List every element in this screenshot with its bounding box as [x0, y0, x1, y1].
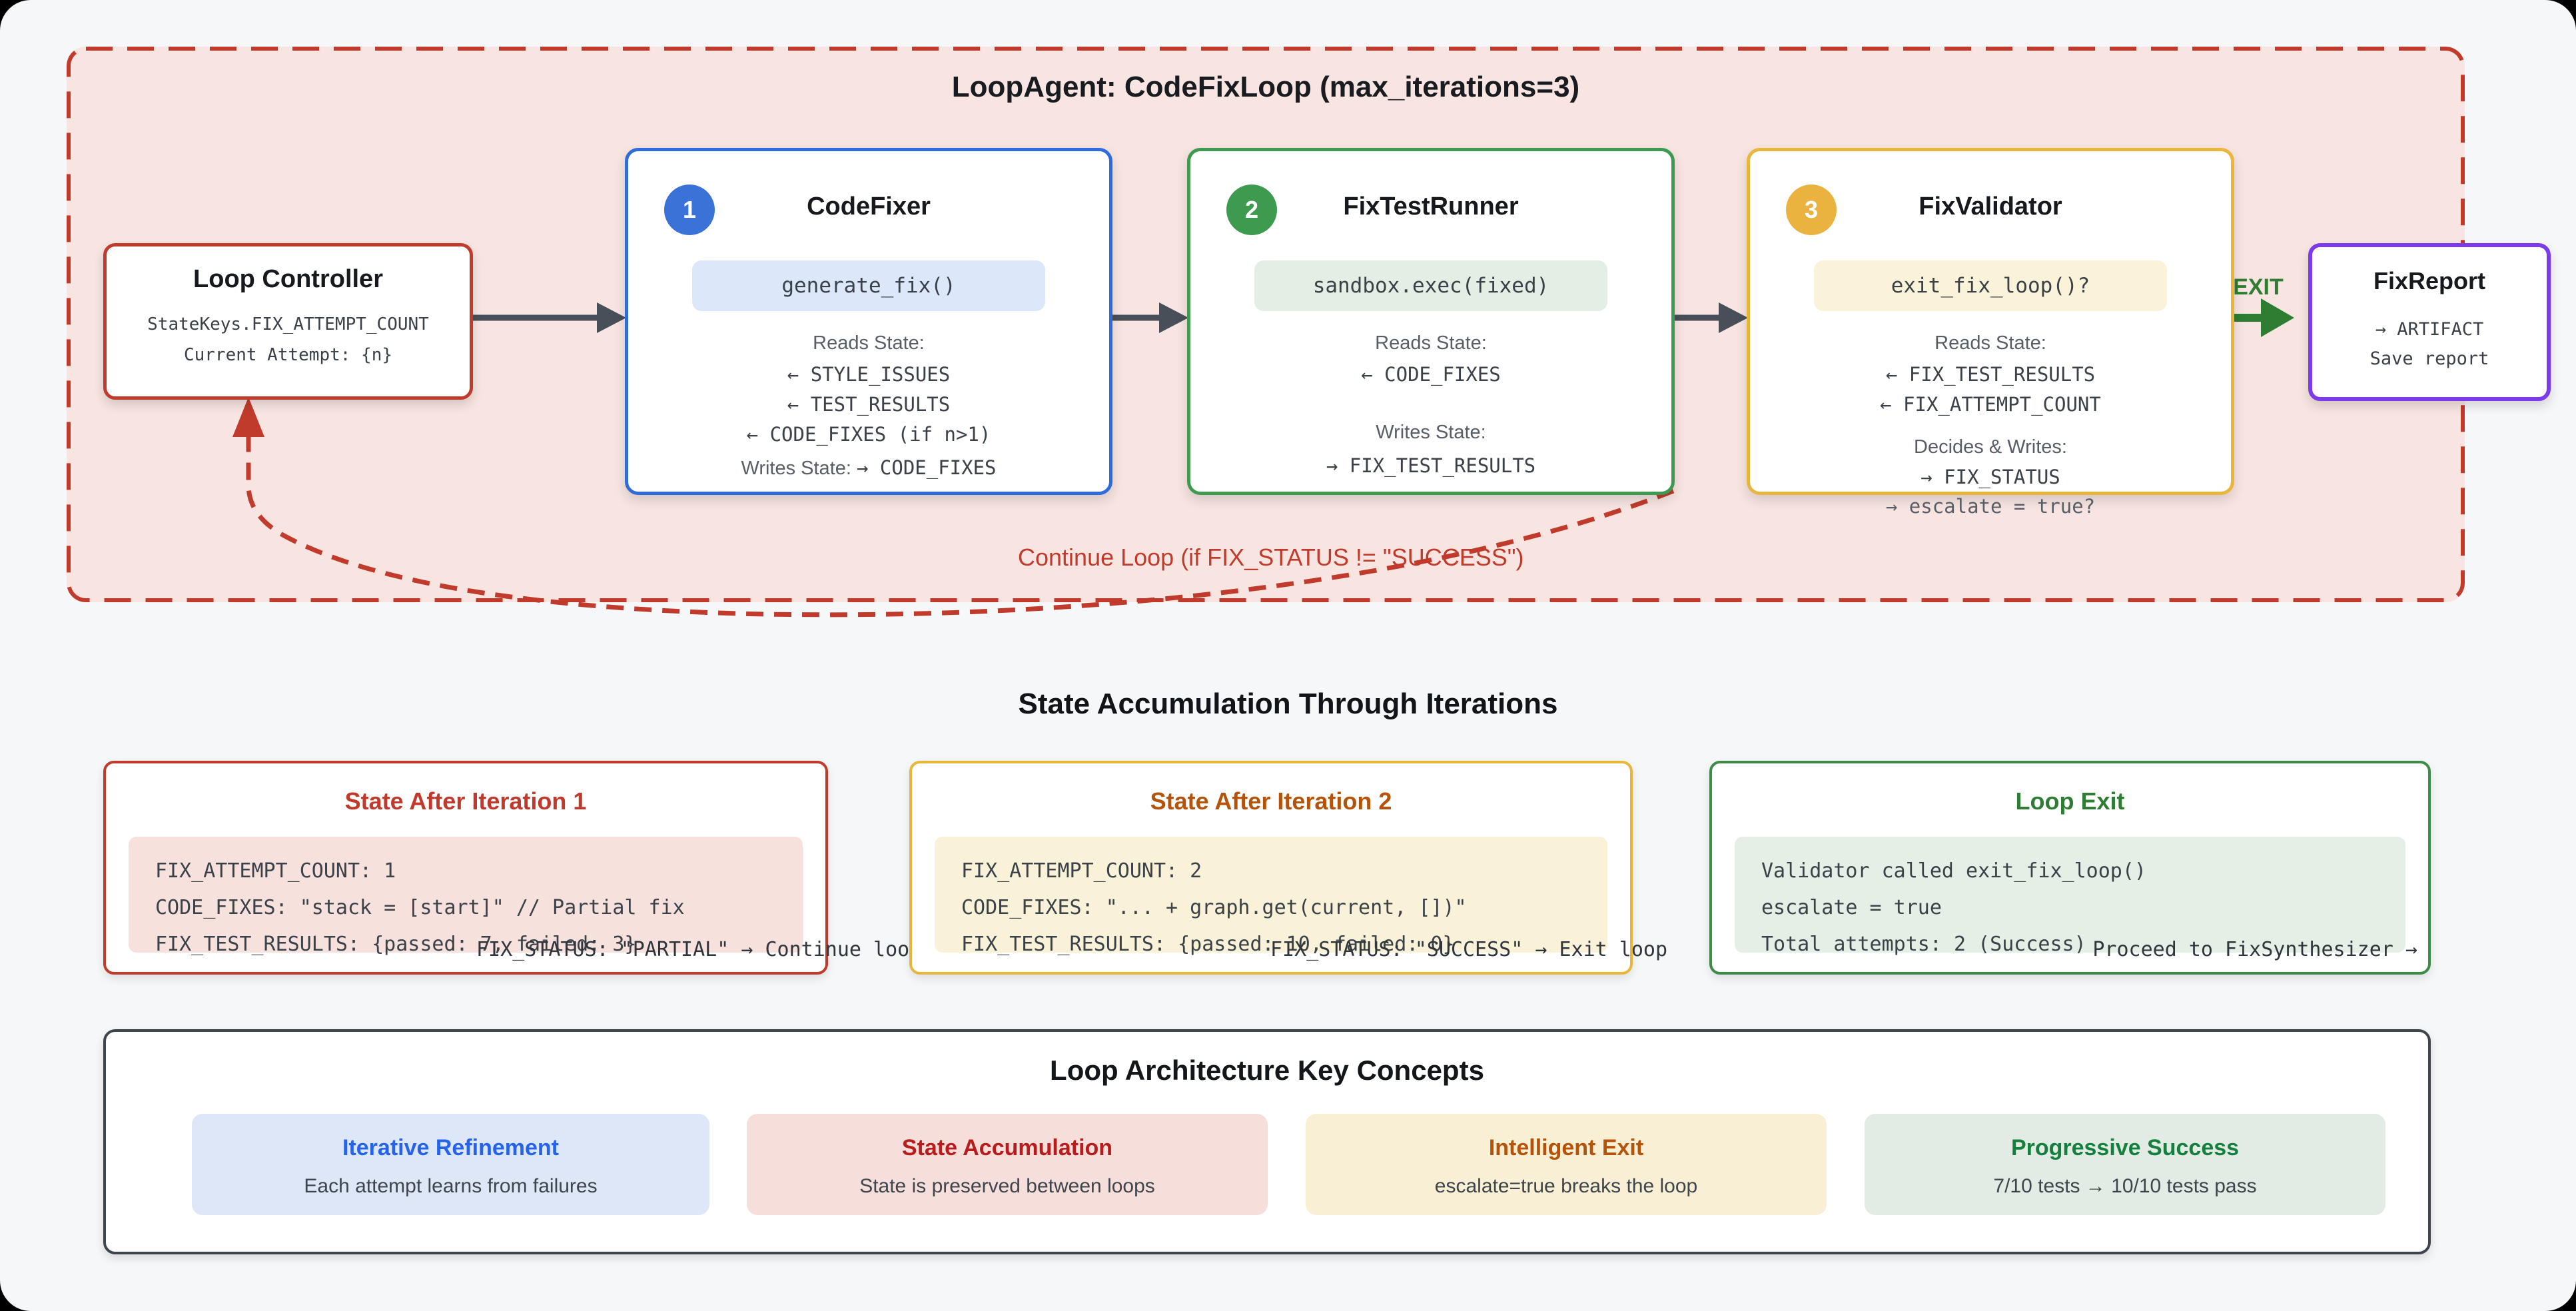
state-code-block: FIX_ATTEMPT_COUNT: 1 CODE_FIXES: "stack …: [129, 837, 803, 956]
concept-pill-progressive-success: Progressive Success 7/10 tests → 10/10 t…: [1865, 1114, 2385, 1215]
concept-title: Intelligent Exit: [1488, 1135, 1644, 1160]
key-concepts-card: Loop Architecture Key Concepts Iterative…: [103, 1029, 2431, 1254]
agent-title-codefixer: CodeFixer: [807, 193, 931, 220]
reads-item: ← CODE_FIXES (if n>1): [746, 423, 991, 446]
state-line: escalate = true: [1761, 896, 1942, 919]
reads-item: ← STYLE_ISSUES: [787, 363, 951, 386]
concept-title: State Accumulation: [901, 1135, 1113, 1160]
writes-state-label: Writes State:: [741, 458, 851, 479]
agent-box-codefixer: 1 CodeFixer generate_fix() Reads State: …: [625, 148, 1112, 495]
state-card-title: State After Iteration 2: [1150, 787, 1392, 815]
agent-box-fixtestrunner: 2 FixTestRunner sandbox.exec(fixed) Read…: [1187, 148, 1675, 495]
state-line: FIX_ATTEMPT_COUNT: 2: [961, 859, 1202, 883]
reads-state-label: Reads State:: [1934, 332, 2046, 354]
state-overflow-line: Proceed to FixSynthesizer →: [2092, 938, 2417, 961]
key-concepts-heading: Loop Architecture Key Concepts: [1050, 1055, 1484, 1086]
concept-subtitle: 7/10 tests → 10/10 tests pass: [1993, 1175, 2257, 1197]
reads-state-label: Reads State:: [813, 332, 925, 354]
concept-title: Iterative Refinement: [342, 1135, 559, 1160]
writes-state-line: Writes State: → CODE_FIXES: [628, 456, 1109, 480]
continue-loop-label: Continue Loop (if FIX_STATUS != "SUCCESS…: [1018, 544, 1524, 571]
decides-writes-label: Decides & Writes:: [1914, 436, 2067, 458]
code-pill-exit-fix-loop: exit_fix_loop()?: [1814, 260, 2167, 311]
state-line: CODE_FIXES: "stack = [start]" // Partial…: [155, 896, 685, 919]
fixreport-title: FixReport: [2373, 267, 2485, 294]
state-line: FIX_TEST_RESULTS: {passed: 10, failed: 0…: [961, 933, 1455, 956]
state-card-title: Loop Exit: [2015, 787, 2125, 815]
concept-pill-state-accumulation: State Accumulation State is preserved be…: [747, 1114, 1268, 1215]
concept-subtitle: escalate=true breaks the loop: [1434, 1175, 1698, 1197]
concept-title: Progressive Success: [2010, 1135, 2240, 1160]
state-line: Total attempts: 2 (Success): [1761, 933, 2086, 956]
loop-controller-box: Loop Controller StateKeys.FIX_ATTEMPT_CO…: [103, 243, 473, 400]
code-pill-generate-fix: generate_fix(): [692, 260, 1045, 311]
state-line: FIX_ATTEMPT_COUNT: 1: [155, 859, 396, 883]
concept-subtitle: Each attempt learns from failures: [304, 1175, 598, 1197]
state-card-title: State After Iteration 1: [344, 787, 587, 815]
fixreport-save: Save report: [2369, 348, 2489, 369]
reads-item: ← CODE_FIXES: [1361, 363, 1501, 386]
reads-item: ← FIX_ATTEMPT_COUNT: [1880, 393, 2101, 416]
state-card-loop-exit: Loop Exit Validator called exit_fix_loop…: [1709, 761, 2431, 975]
concept-pill-iterative-refinement: Iterative Refinement Each attempt learns…: [192, 1114, 709, 1215]
reads-item: ← FIX_TEST_RESULTS: [1885, 363, 2096, 386]
writes-state-label: Writes State:: [1376, 422, 1486, 443]
state-section-heading: State Accumulation Through Iterations: [1018, 687, 1558, 720]
agent-title-fixtestrunner: FixTestRunner: [1343, 193, 1519, 220]
state-code-block: Validator called exit_fix_loop() escalat…: [1735, 837, 2405, 956]
state-line: CODE_FIXES: "... + graph.get(current, []…: [961, 896, 1467, 919]
fixreport-artifact: → ARTIFACT: [2375, 319, 2484, 340]
state-overflow-line: FIX_STATUS: "SUCCESS" → Exit loop: [1270, 938, 1668, 961]
concept-pill-intelligent-exit: Intelligent Exit escalate=true breaks th…: [1306, 1114, 1827, 1215]
writes-item: → FIX_STATUS: [1921, 466, 2060, 488]
state-line: FIX_TEST_RESULTS: {passed: 7, failed: 3}: [155, 933, 637, 956]
fixreport-box: FixReport → ARTIFACT Save report: [2308, 243, 2551, 401]
reads-item: ← TEST_RESULTS: [787, 393, 951, 416]
writes-item: → FIX_TEST_RESULTS: [1326, 454, 1536, 477]
state-card-iteration-1: State After Iteration 1 FIX_ATTEMPT_COUN…: [103, 761, 921, 975]
state-line: Validator called exit_fix_loop(): [1761, 859, 2146, 883]
agent-box-fixvalidator: 3 FixValidator exit_fix_loop()? Reads St…: [1747, 148, 2234, 518]
code-pill-sandbox-exec: sandbox.exec(fixed): [1254, 260, 1607, 311]
state-code-block: FIX_ATTEMPT_COUNT: 2 CODE_FIXES: "... + …: [935, 837, 1607, 956]
loop-controller-title: Loop Controller: [193, 265, 383, 293]
writes-item: → CODE_FIXES: [857, 456, 997, 479]
concept-subtitle: State is preserved between loops: [859, 1175, 1155, 1197]
loop-controller-attempt: Current Attempt: {n}: [183, 345, 393, 365]
escalate-overflow-line: → escalate = true?: [1885, 495, 2096, 518]
agent-title-fixvalidator: FixValidator: [1919, 193, 2062, 220]
state-overflow-line: FIX_STATUS: "PARTIAL" → Continue loop: [476, 938, 922, 961]
loop-controller-statekey: StateKeys.FIX_ATTEMPT_COUNT: [147, 314, 429, 334]
reads-state-label: Reads State:: [1375, 332, 1487, 354]
state-card-iteration-2: State After Iteration 2 FIX_ATTEMPT_COUN…: [909, 761, 1667, 975]
loop-agent-title: LoopAgent: CodeFixLoop (max_iterations=3…: [951, 71, 1580, 103]
